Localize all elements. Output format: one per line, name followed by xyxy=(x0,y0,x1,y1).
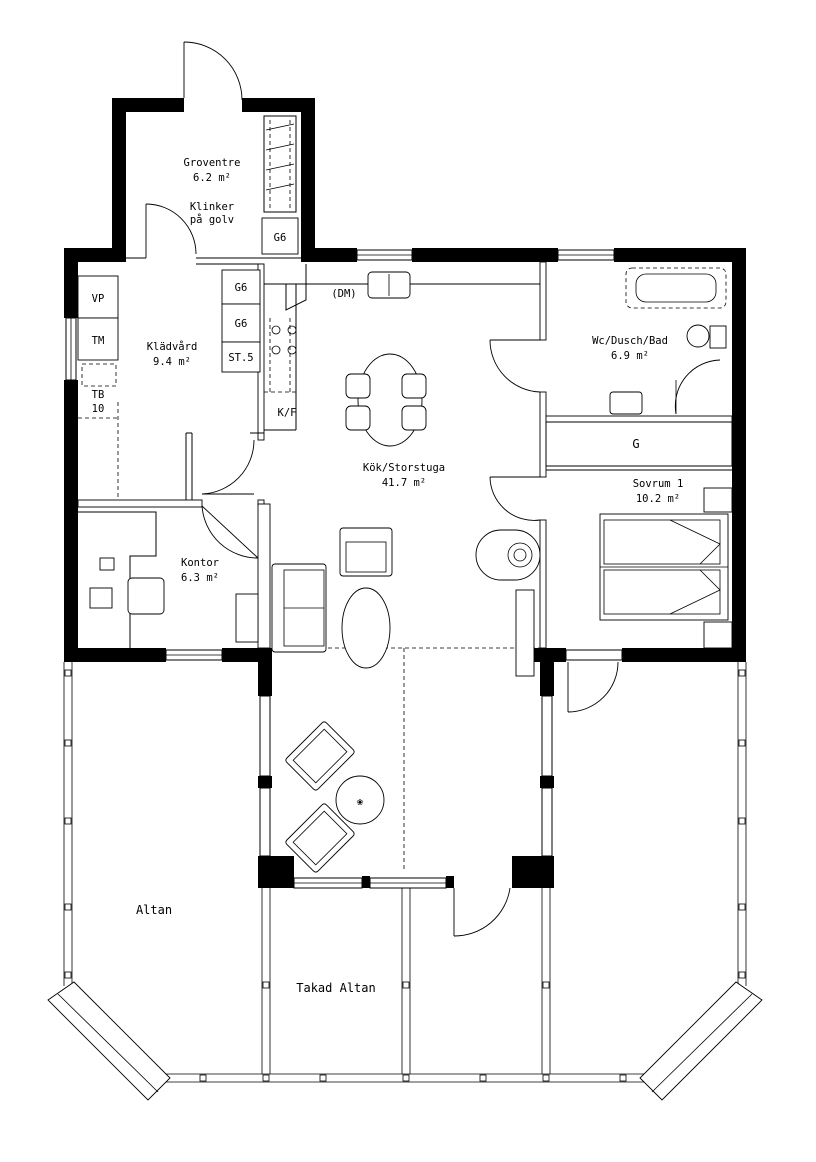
room-area-kok: 41.7 m² xyxy=(382,477,426,489)
fixture-label-g6: G6 xyxy=(274,232,287,244)
svg-text:❀: ❀ xyxy=(357,796,363,808)
kladvard-room: VP TM TB 10 G6 G6 ST.5 Klädvård 9.4 m² xyxy=(77,269,261,415)
windows xyxy=(65,249,623,889)
room-name-groventre: Groventre xyxy=(184,157,241,169)
room-name-kladvard: Klädvård xyxy=(147,340,198,353)
room-area-kladvard: 9.4 m² xyxy=(153,356,191,368)
room-area-wc: 6.9 m² xyxy=(611,350,649,362)
fixture-label-g6-a: G6 xyxy=(235,282,248,294)
room-name-kok: Kök/Storstuga xyxy=(363,462,445,474)
sovrum-room: Sovrum 1 10.2 m² xyxy=(599,478,733,649)
floor-note-line2: på golv xyxy=(190,213,234,226)
room-area-sovrum: 10.2 m² xyxy=(636,493,680,505)
washbasin xyxy=(609,391,643,415)
coffee-table xyxy=(341,587,391,669)
fixture-label-tb-num: 10 xyxy=(92,403,105,415)
wardrobe-label: G xyxy=(632,437,639,451)
room-area-groventre: 6.2 m² xyxy=(193,172,231,184)
area-name-takad-altan: Takad Altan xyxy=(296,981,375,995)
wardrobe: G xyxy=(545,421,733,467)
fixture-label-tm: TM xyxy=(92,335,105,347)
interior-walls xyxy=(77,257,733,649)
fixture-label-kf: K/F xyxy=(278,407,297,419)
room-name-sovrum: Sovrum 1 xyxy=(633,478,684,490)
area-name-altan: Altan xyxy=(136,903,172,917)
office-chair xyxy=(127,577,165,615)
fixture-label-g6-b: G6 xyxy=(235,318,248,330)
glazed-extension: ❀ xyxy=(285,721,385,873)
floor-note-line1: Klinker xyxy=(190,201,234,213)
exterior-walls xyxy=(64,98,746,888)
wc-room: Wc/Dusch/Bad 6.9 m² xyxy=(592,267,727,415)
doors xyxy=(145,41,619,937)
cabinet-g6-groventre xyxy=(261,217,299,255)
fixture-label-st5: ST.5 xyxy=(228,352,253,364)
room-area-kontor: 6.3 m² xyxy=(181,572,219,584)
armchair xyxy=(339,527,393,577)
room-name-kontor: Kontor xyxy=(181,557,219,569)
toilet-icon xyxy=(686,324,710,348)
altan-deck: Altan Takad Altan xyxy=(47,662,763,1101)
groventre-room: G6 Groventre 6.2 m² Klinker på golv xyxy=(184,115,299,255)
room-name-wc: Wc/Dusch/Bad xyxy=(592,335,668,347)
fixture-label-tb: TB xyxy=(92,389,105,401)
fixture-label-vp: VP xyxy=(92,293,105,305)
kontor-room: Kontor 6.3 m² xyxy=(78,511,259,648)
side-table xyxy=(335,775,385,825)
fixture-label-dm: (DM) xyxy=(331,288,356,300)
dining-table xyxy=(357,353,423,447)
kok-room: K/F (DM) Kök/Storstuga 41.7 m² xyxy=(271,271,541,677)
